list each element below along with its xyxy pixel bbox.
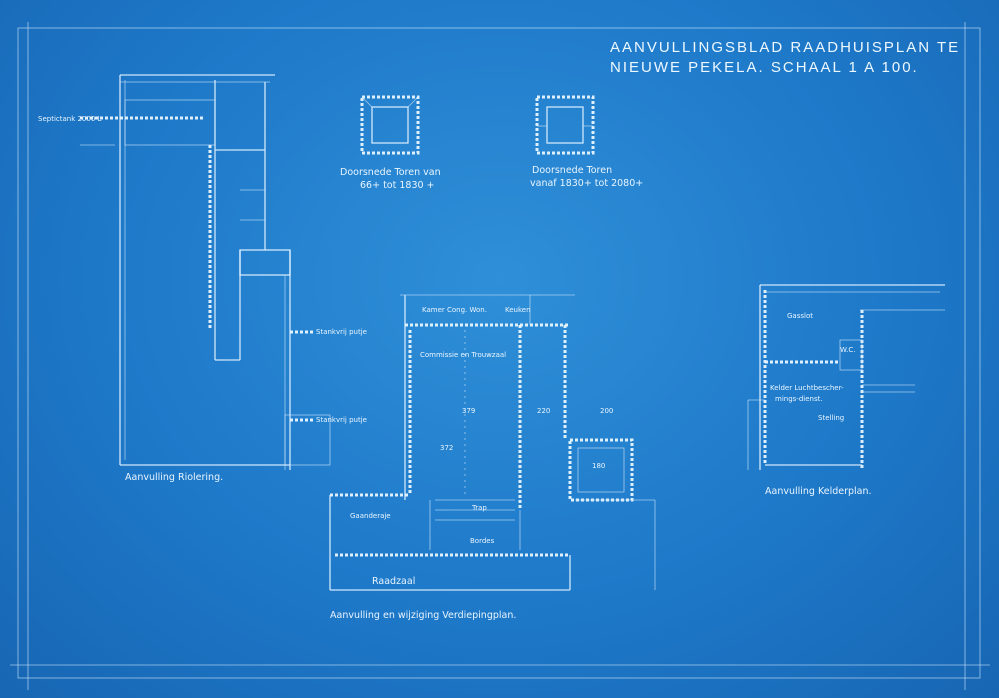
dim-372: 372 — [440, 444, 453, 452]
tower2-caption-2: vanaf 1830+ tot 2080+ — [530, 178, 643, 189]
commissie-label: Commissie en Trouwzaal — [420, 351, 506, 359]
kamer-label: Kamer Cong. Won. — [422, 306, 487, 314]
keuken-label: Keuken — [505, 306, 531, 314]
dim-200: 200 — [600, 407, 613, 415]
center-plan: Kamer Cong. Won. Keuken Commissie en Tro… — [329, 294, 656, 621]
left-plan-caption: Aanvulling Riolering. — [125, 472, 223, 483]
sheet-border — [17, 27, 981, 679]
gasslot-label: Gasslot — [787, 312, 813, 320]
septic-label: Septictank 2000 L — [38, 115, 102, 123]
stankput-1-label: Stankvrij putje — [316, 328, 367, 336]
title-line2: NIEUWE PEKELA. SCHAAL 1 A 100. — [610, 59, 919, 76]
tower-section-2: Doorsnede Toren vanaf 1830+ tot 2080+ — [530, 95, 643, 189]
galerij-label: Gaanderaje — [350, 512, 391, 520]
tower2-caption-1: Doorsnede Toren — [532, 165, 612, 176]
dim-180: 180 — [592, 462, 605, 470]
center-plan-caption: Aanvulling en wijziging Verdiepingplan. — [330, 610, 516, 621]
title-line1: AANVULLINGSBLAD RAADHUISPLAN TE — [610, 39, 960, 56]
right-plan: Gasslot W.C. Kelder Luchtbescher- mings-… — [747, 284, 945, 497]
trap-label: Trap — [471, 504, 487, 512]
tower-section-1: Doorsnede Toren van 66+ tot 1830 + — [340, 95, 441, 191]
bordes-label: Bordes — [470, 537, 495, 545]
wc-label: W.C. — [840, 346, 855, 354]
raadzaal-label: Raadzaal — [372, 576, 415, 587]
dim-220: 220 — [537, 407, 550, 415]
dim-379: 379 — [462, 407, 475, 415]
stankput-2-label: Stankvrij putje — [316, 416, 367, 424]
left-plan: Septictank 2000 L Stankvrij putje Stankv… — [38, 74, 367, 483]
tower1-caption-1: Doorsnede Toren van — [340, 167, 441, 178]
kelder-label-2: mings-dienst. — [775, 395, 823, 403]
tower1-caption-2: 66+ tot 1830 + — [360, 180, 435, 191]
stelling-label: Stelling — [818, 414, 844, 422]
right-plan-caption: Aanvulling Kelderplan. — [765, 486, 872, 497]
kelder-label-1: Kelder Luchtbescher- — [770, 384, 844, 392]
